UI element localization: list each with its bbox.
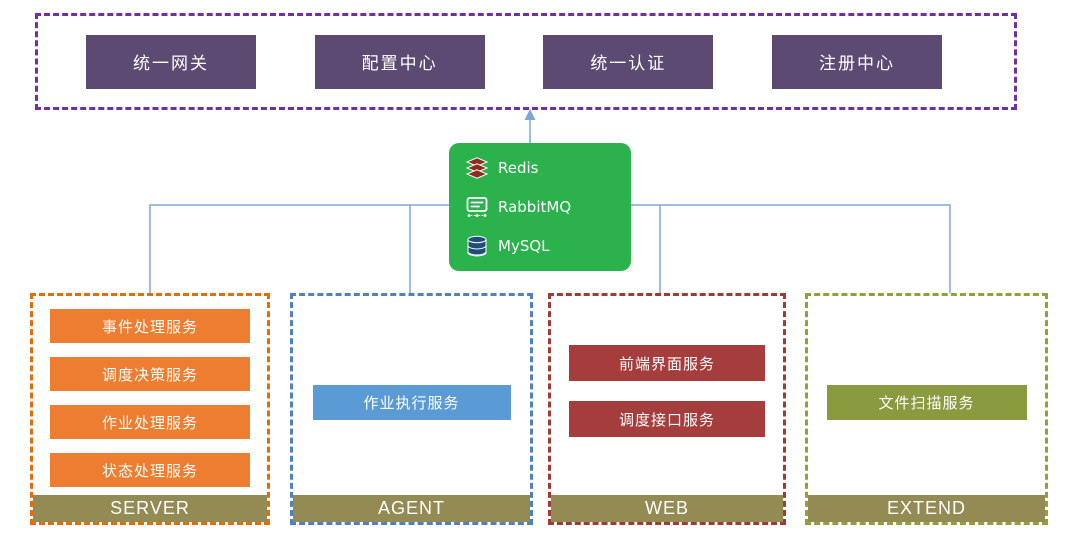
- service-box-job-exec: 作业执行服务: [312, 385, 511, 420]
- group-label-web: WEB: [551, 495, 783, 522]
- group-agent: 作业执行服务 AGENT: [290, 293, 533, 525]
- group-extend: 文件扫描服务 EXTEND: [805, 293, 1048, 525]
- middleware-label: RabbitMQ: [498, 198, 572, 216]
- service-box-frontend: 前端界面服务: [569, 345, 765, 381]
- platform-box-config: 配置中心: [314, 34, 485, 89]
- middleware-label: MySQL: [498, 237, 550, 255]
- group-label-agent: AGENT: [293, 495, 530, 522]
- middleware-item-mysql: MySQL: [465, 234, 615, 258]
- service-box-api: 调度接口服务: [569, 401, 765, 437]
- redis-icon: [465, 156, 489, 180]
- service-box-job: 作业处理服务: [50, 405, 250, 439]
- middleware-label: Redis: [498, 159, 539, 177]
- service-box-file-scan: 文件扫描服务: [826, 385, 1027, 420]
- rabbitmq-icon: [465, 195, 489, 219]
- platform-box-auth: 统一认证: [543, 34, 714, 89]
- platform-box-gateway: 统一网关: [86, 34, 256, 89]
- group-web: 前端界面服务 调度接口服务 WEB: [548, 293, 786, 525]
- group-server: 事件处理服务 调度决策服务 作业处理服务 状态处理服务 SERVER: [30, 293, 270, 525]
- middleware-item-redis: Redis: [465, 156, 615, 180]
- middleware-item-rabbitmq: RabbitMQ: [465, 195, 615, 219]
- arrow-up-icon: [524, 109, 536, 120]
- platform-box-registry: 注册中心: [771, 34, 942, 89]
- connector-right: [631, 204, 951, 293]
- middleware-box: Redis RabbitMQ: [449, 143, 631, 271]
- group-label-extend: EXTEND: [808, 495, 1045, 522]
- mysql-icon: [465, 234, 489, 258]
- service-box-status: 状态处理服务: [50, 453, 250, 487]
- service-box-event: 事件处理服务: [50, 309, 250, 343]
- group-label-server: SERVER: [33, 495, 267, 522]
- connector-left: [149, 204, 449, 293]
- service-box-decision: 调度决策服务: [50, 357, 250, 391]
- platform-services-group: 统一网关 配置中心 统一认证 注册中心: [35, 13, 1017, 110]
